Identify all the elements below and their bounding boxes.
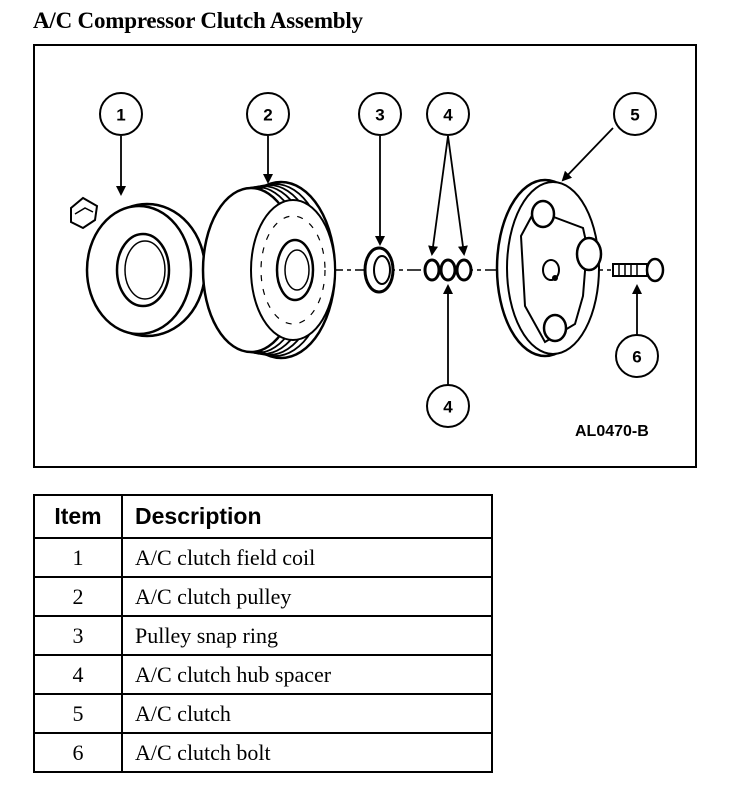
header-description: Description: [121, 494, 493, 539]
callout-5-arrow: [561, 127, 614, 182]
row-description: Pulley snap ring: [121, 615, 493, 656]
callout-5-circle: [613, 92, 657, 136]
callout-1-circle: [99, 92, 143, 136]
table-row: 2 A/C clutch pulley: [33, 576, 493, 617]
clutch-bolt-part: [612, 257, 665, 283]
page-title: A/C Compressor Clutch Assembly: [33, 8, 363, 33]
table-row: 5 A/C clutch: [33, 693, 493, 734]
row-item: 2: [33, 576, 123, 617]
row-item: 3: [33, 615, 123, 656]
callout-4-circle-bottom: [426, 384, 470, 428]
row-description: A/C clutch pulley: [121, 576, 493, 617]
callout-5-label: 5: [630, 106, 639, 125]
hub-spacers-part: [423, 258, 473, 282]
table-row: 6 A/C clutch bolt: [33, 732, 493, 773]
clutch-part: [495, 178, 603, 358]
row-item: 5: [33, 693, 123, 734]
row-item: 6: [33, 732, 123, 773]
row-item: 1: [33, 537, 123, 578]
callout-2-label: 2: [263, 106, 272, 125]
callout-2-circle: [246, 92, 290, 136]
callout-3-circle: [358, 92, 402, 136]
pulley-part: [201, 180, 337, 360]
callout-4-label-bottom: 4: [443, 398, 453, 417]
callout-1-label: 1: [116, 106, 125, 125]
callout-4a-arrow: [428, 135, 449, 256]
parts-table: Item Description 1 A/C clutch field coil…: [33, 494, 493, 773]
table-row: 3 Pulley snap ring: [33, 615, 493, 656]
table-row: 1 A/C clutch field coil: [33, 537, 493, 578]
callout-6-circle: [615, 334, 659, 378]
header-item: Item: [33, 494, 123, 539]
row-description: A/C clutch field coil: [121, 537, 493, 578]
row-item: 4: [33, 654, 123, 695]
row-description: A/C clutch hub spacer: [121, 654, 493, 695]
callout-4b-arrow: [447, 135, 468, 256]
callout-6-label: 6: [632, 348, 641, 367]
callout-4-label-top: 4: [443, 106, 453, 125]
table-row: 4 A/C clutch hub spacer: [33, 654, 493, 695]
figure-code: AL0470-B: [575, 423, 649, 440]
row-description: A/C clutch: [121, 693, 493, 734]
field-coil-part: [70, 196, 207, 338]
table-header-row: Item Description: [33, 494, 493, 539]
callout-3-label: 3: [375, 106, 384, 125]
row-description: A/C clutch bolt: [121, 732, 493, 773]
snap-ring-part: [363, 246, 395, 294]
diagram-canvas: 1 2 3 4 5 4 6: [70, 92, 665, 428]
callout-4-circle-top: [426, 92, 470, 136]
exploded-diagram: 1 2 3 4 5 4 6 AL0470-B: [33, 44, 697, 468]
